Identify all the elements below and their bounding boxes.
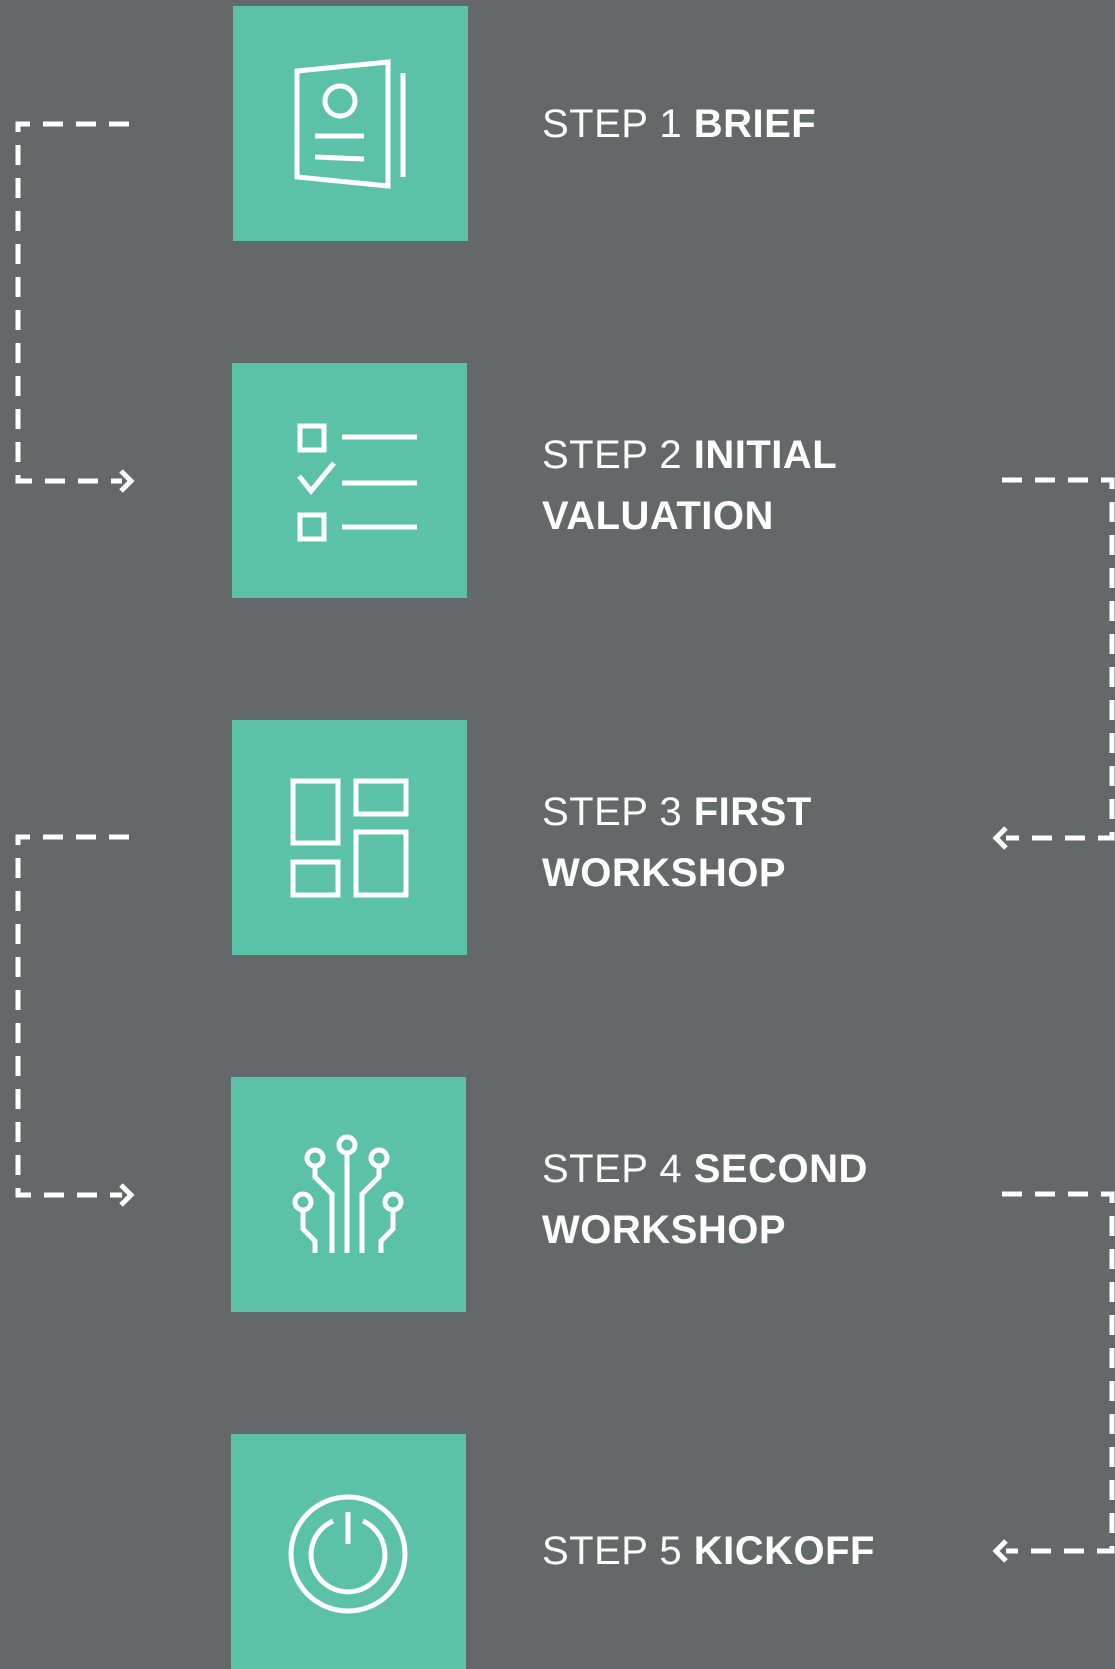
- connector-step1-to-step2: [15, 121, 129, 484]
- step-4-label: STEP 4 SECOND WORKSHOP: [542, 1139, 962, 1261]
- layout-icon: [290, 778, 409, 898]
- step-3-tile: [232, 720, 467, 955]
- step-5-title: KICKOFF: [693, 1529, 875, 1573]
- step-4-title: SECOND WORKSHOP: [542, 1147, 868, 1252]
- step-1-tile: [233, 6, 468, 241]
- checklist-icon: [297, 423, 417, 542]
- step-5-number: STEP 5: [542, 1529, 683, 1573]
- step-3-number: STEP 3: [542, 790, 683, 834]
- arrowhead-left-icon: [992, 826, 1008, 850]
- power-icon: [288, 1494, 408, 1614]
- arrowhead-left-icon: [992, 1539, 1008, 1563]
- step-5-label: STEP 5 KICKOFF: [542, 1521, 962, 1582]
- circuit-icon: [292, 1134, 404, 1253]
- step-1-number: STEP 1: [542, 102, 683, 146]
- connector-step2-to-step3: [1002, 477, 1115, 841]
- step-1-label: STEP 1 BRIEF: [542, 94, 962, 155]
- step-2-title: INITIAL VALUATION: [542, 433, 837, 538]
- arrowhead-right-icon: [119, 1183, 135, 1207]
- connector-step4-to-step5: [1002, 1191, 1115, 1554]
- step-2-number: STEP 2: [542, 433, 683, 477]
- document-icon: [294, 59, 406, 189]
- step-2-tile: [232, 363, 467, 598]
- step-4-tile: [231, 1077, 466, 1312]
- step-2-label: STEP 2 INITIAL VALUATION: [542, 425, 962, 547]
- step-1-title: BRIEF: [693, 102, 817, 146]
- arrowhead-right-icon: [119, 469, 135, 493]
- step-5-tile: [231, 1434, 466, 1669]
- step-3-title: FIRST WORKSHOP: [542, 790, 812, 895]
- step-3-label: STEP 3 FIRST WORKSHOP: [542, 782, 962, 904]
- step-4-number: STEP 4: [542, 1147, 683, 1191]
- connector-step3-to-step4: [15, 834, 129, 1198]
